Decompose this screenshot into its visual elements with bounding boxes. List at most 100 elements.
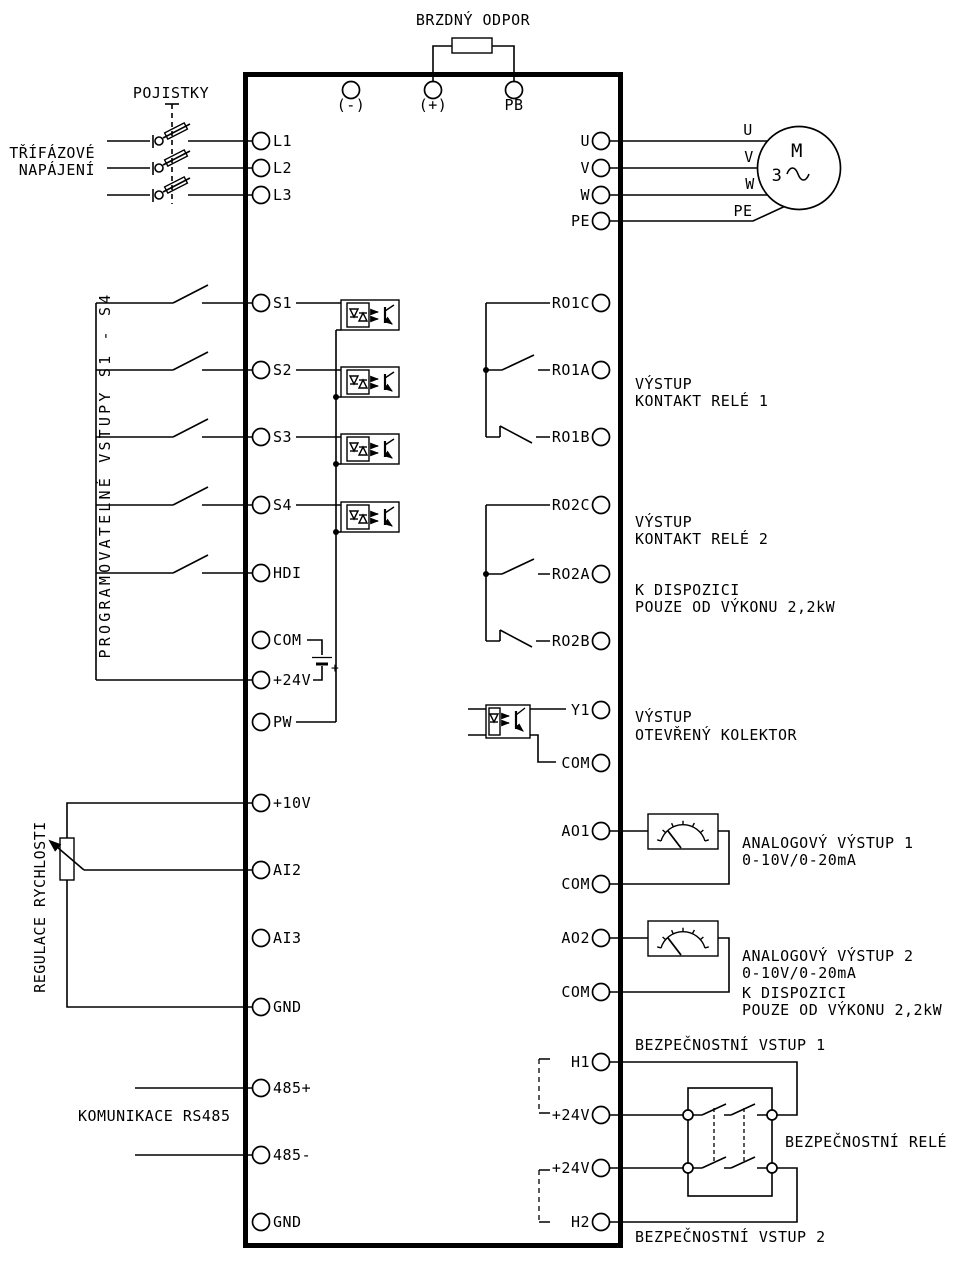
open-collector-section: VÝSTUP OTEVŘENÝ KOLEKTOR <box>468 704 797 763</box>
inverter-box <box>243 72 623 1248</box>
terminal-s3 <box>251 427 271 447</box>
motor-symbol <box>756 125 842 211</box>
terminal-v <box>591 158 611 178</box>
safety-relay-box <box>687 1087 773 1197</box>
label-485n: 485- <box>273 1146 311 1164</box>
battery-plus-label: + <box>331 661 339 676</box>
motor-wave-icon <box>786 167 810 181</box>
terminal-485n <box>251 1145 271 1165</box>
terminal-ro1a <box>591 360 611 380</box>
terminal-h2 <box>591 1212 611 1232</box>
terminal-pw <box>251 712 271 732</box>
optocoupler-s2 <box>341 367 399 397</box>
fuses-label: POJISTKY <box>133 84 209 102</box>
label-v: V <box>580 159 590 177</box>
label-s1: S1 <box>273 294 292 312</box>
terminal-ai3 <box>251 928 271 948</box>
meter-ao2 <box>647 920 719 957</box>
label-l3: L3 <box>273 186 292 204</box>
label-gnd-bottom: GND <box>273 1213 302 1231</box>
label-ao1: AO1 <box>561 822 590 840</box>
terminal-com-y1 <box>591 753 611 773</box>
speed-ref-group-label: REGULACE RYCHLOSTI <box>31 821 49 993</box>
label-com-ao1: COM <box>561 875 590 893</box>
potentiometer-wiper-arrow <box>48 839 85 871</box>
terminal-y1 <box>591 700 611 720</box>
terminals <box>251 80 611 1232</box>
terminal-gnd-analog <box>251 997 271 1017</box>
label-minus: (-) <box>337 96 366 114</box>
label-24v-di: +24V <box>273 671 311 689</box>
terminal-com-di <box>251 630 271 650</box>
label-ro2b: RO2B <box>552 632 590 650</box>
label-ro1a: RO1A <box>552 361 590 379</box>
switch-s3 <box>95 418 262 438</box>
label-24v-s2: +24V <box>552 1159 590 1177</box>
label-hdi: HDI <box>273 564 302 582</box>
relay1-section: VÝSTUP KONTAKT RELÉ 1 <box>483 302 768 444</box>
motor-section: M 3 U V W PE <box>601 121 842 222</box>
label-ro2a: RO2A <box>552 565 590 583</box>
terminal-l3 <box>251 185 271 205</box>
label-ro1b: RO1B <box>552 428 590 446</box>
optocoupler-s4 <box>341 502 399 532</box>
wire-label-pe: PE <box>733 202 752 220</box>
terminal-com-ao2 <box>591 982 611 1002</box>
label-s3: S3 <box>273 428 292 446</box>
safety-section: BEZPEČNOSTNÍ VSTUP 1 BEZPEČNOSTNÍ RELÉ B… <box>538 1035 947 1246</box>
switch-hdi <box>95 554 262 574</box>
safety-relay-label: BEZPEČNOSTNÍ RELÉ <box>785 1132 947 1151</box>
label-com-di: COM <box>273 631 302 649</box>
label-com-y1: COM <box>561 754 590 772</box>
terminal-24v-di <box>251 670 271 690</box>
rs485-label: KOMUNIKACE RS485 <box>78 1107 231 1125</box>
supply-label-line2: NAPÁJENÍ <box>19 160 95 179</box>
terminal-ao1 <box>591 821 611 841</box>
terminal-24v-s1 <box>591 1105 611 1125</box>
label-pe: PE <box>571 212 590 230</box>
ao1-label2: 0-10V/0-20mA <box>742 851 856 869</box>
terminal-24v-s2 <box>591 1158 611 1178</box>
terminal-l2 <box>251 158 271 178</box>
label-24v-s1: +24V <box>552 1106 590 1124</box>
speed-ref-section: REGULACE RYCHLOSTI <box>31 802 261 1008</box>
relay2-label1: VÝSTUP <box>635 512 692 531</box>
supply-label-line1: TŘÍFÁZOVÉ <box>9 143 95 162</box>
label-com-ao2: COM <box>561 983 590 1001</box>
brake-resistor-section: BRZDNÝ ODPOR <box>416 10 530 90</box>
fuse-l1 <box>106 122 262 149</box>
safety-contacts-row1 <box>692 1103 768 1116</box>
open-collector-label2: OTEVŘENÝ KOLEKTOR <box>635 725 797 744</box>
wire-label-w: W <box>745 175 755 193</box>
label-pb: PB <box>504 96 523 114</box>
label-pw: PW <box>273 713 293 731</box>
terminal-s4 <box>251 495 271 515</box>
terminal-pe <box>591 211 611 231</box>
terminal-labels: (-) (+) PB L1 L2 L3 S1 S2 S3 S4 HDI COM … <box>273 96 590 1231</box>
label-s4: S4 <box>273 496 292 514</box>
label-ro1c: RO1C <box>552 294 590 312</box>
terminal-w <box>591 185 611 205</box>
ao2-note1: K DISPOZICI <box>742 984 847 1002</box>
analog-outputs-section: ANALOGOVÝ VÝSTUP 1 0-10V/0-20mA ANALOGOV… <box>601 813 943 1019</box>
terminal-pb <box>504 80 524 100</box>
optocoupler-s1 <box>341 300 399 330</box>
terminal-u <box>591 131 611 151</box>
terminal-minus <box>341 80 361 100</box>
ao2-note2: POUZE OD VÝKONU 2,2kW <box>742 1000 943 1019</box>
terminal-ro2c <box>591 495 611 515</box>
relay1-label2: KONTAKT RELÉ 1 <box>635 391 768 410</box>
motor-phases: 3 <box>772 166 783 186</box>
label-plus: (+) <box>419 96 448 114</box>
label-h1: H1 <box>571 1053 590 1071</box>
terminal-ro2a <box>591 564 611 584</box>
label-s2: S2 <box>273 361 292 379</box>
terminal-l1 <box>251 131 271 151</box>
label-l1: L1 <box>273 132 292 150</box>
terminal-ro1c <box>591 293 611 313</box>
terminal-com-ao1 <box>591 874 611 894</box>
label-ro2c: RO2C <box>552 496 590 514</box>
digital-inputs-section: + PROGRAMOVATELNÉ VSTUPY S1 - S4 <box>95 284 399 723</box>
mains-input-section: POJISTKY TŘÍFÁZOVÉ NAPÁJENÍ <box>9 84 262 204</box>
